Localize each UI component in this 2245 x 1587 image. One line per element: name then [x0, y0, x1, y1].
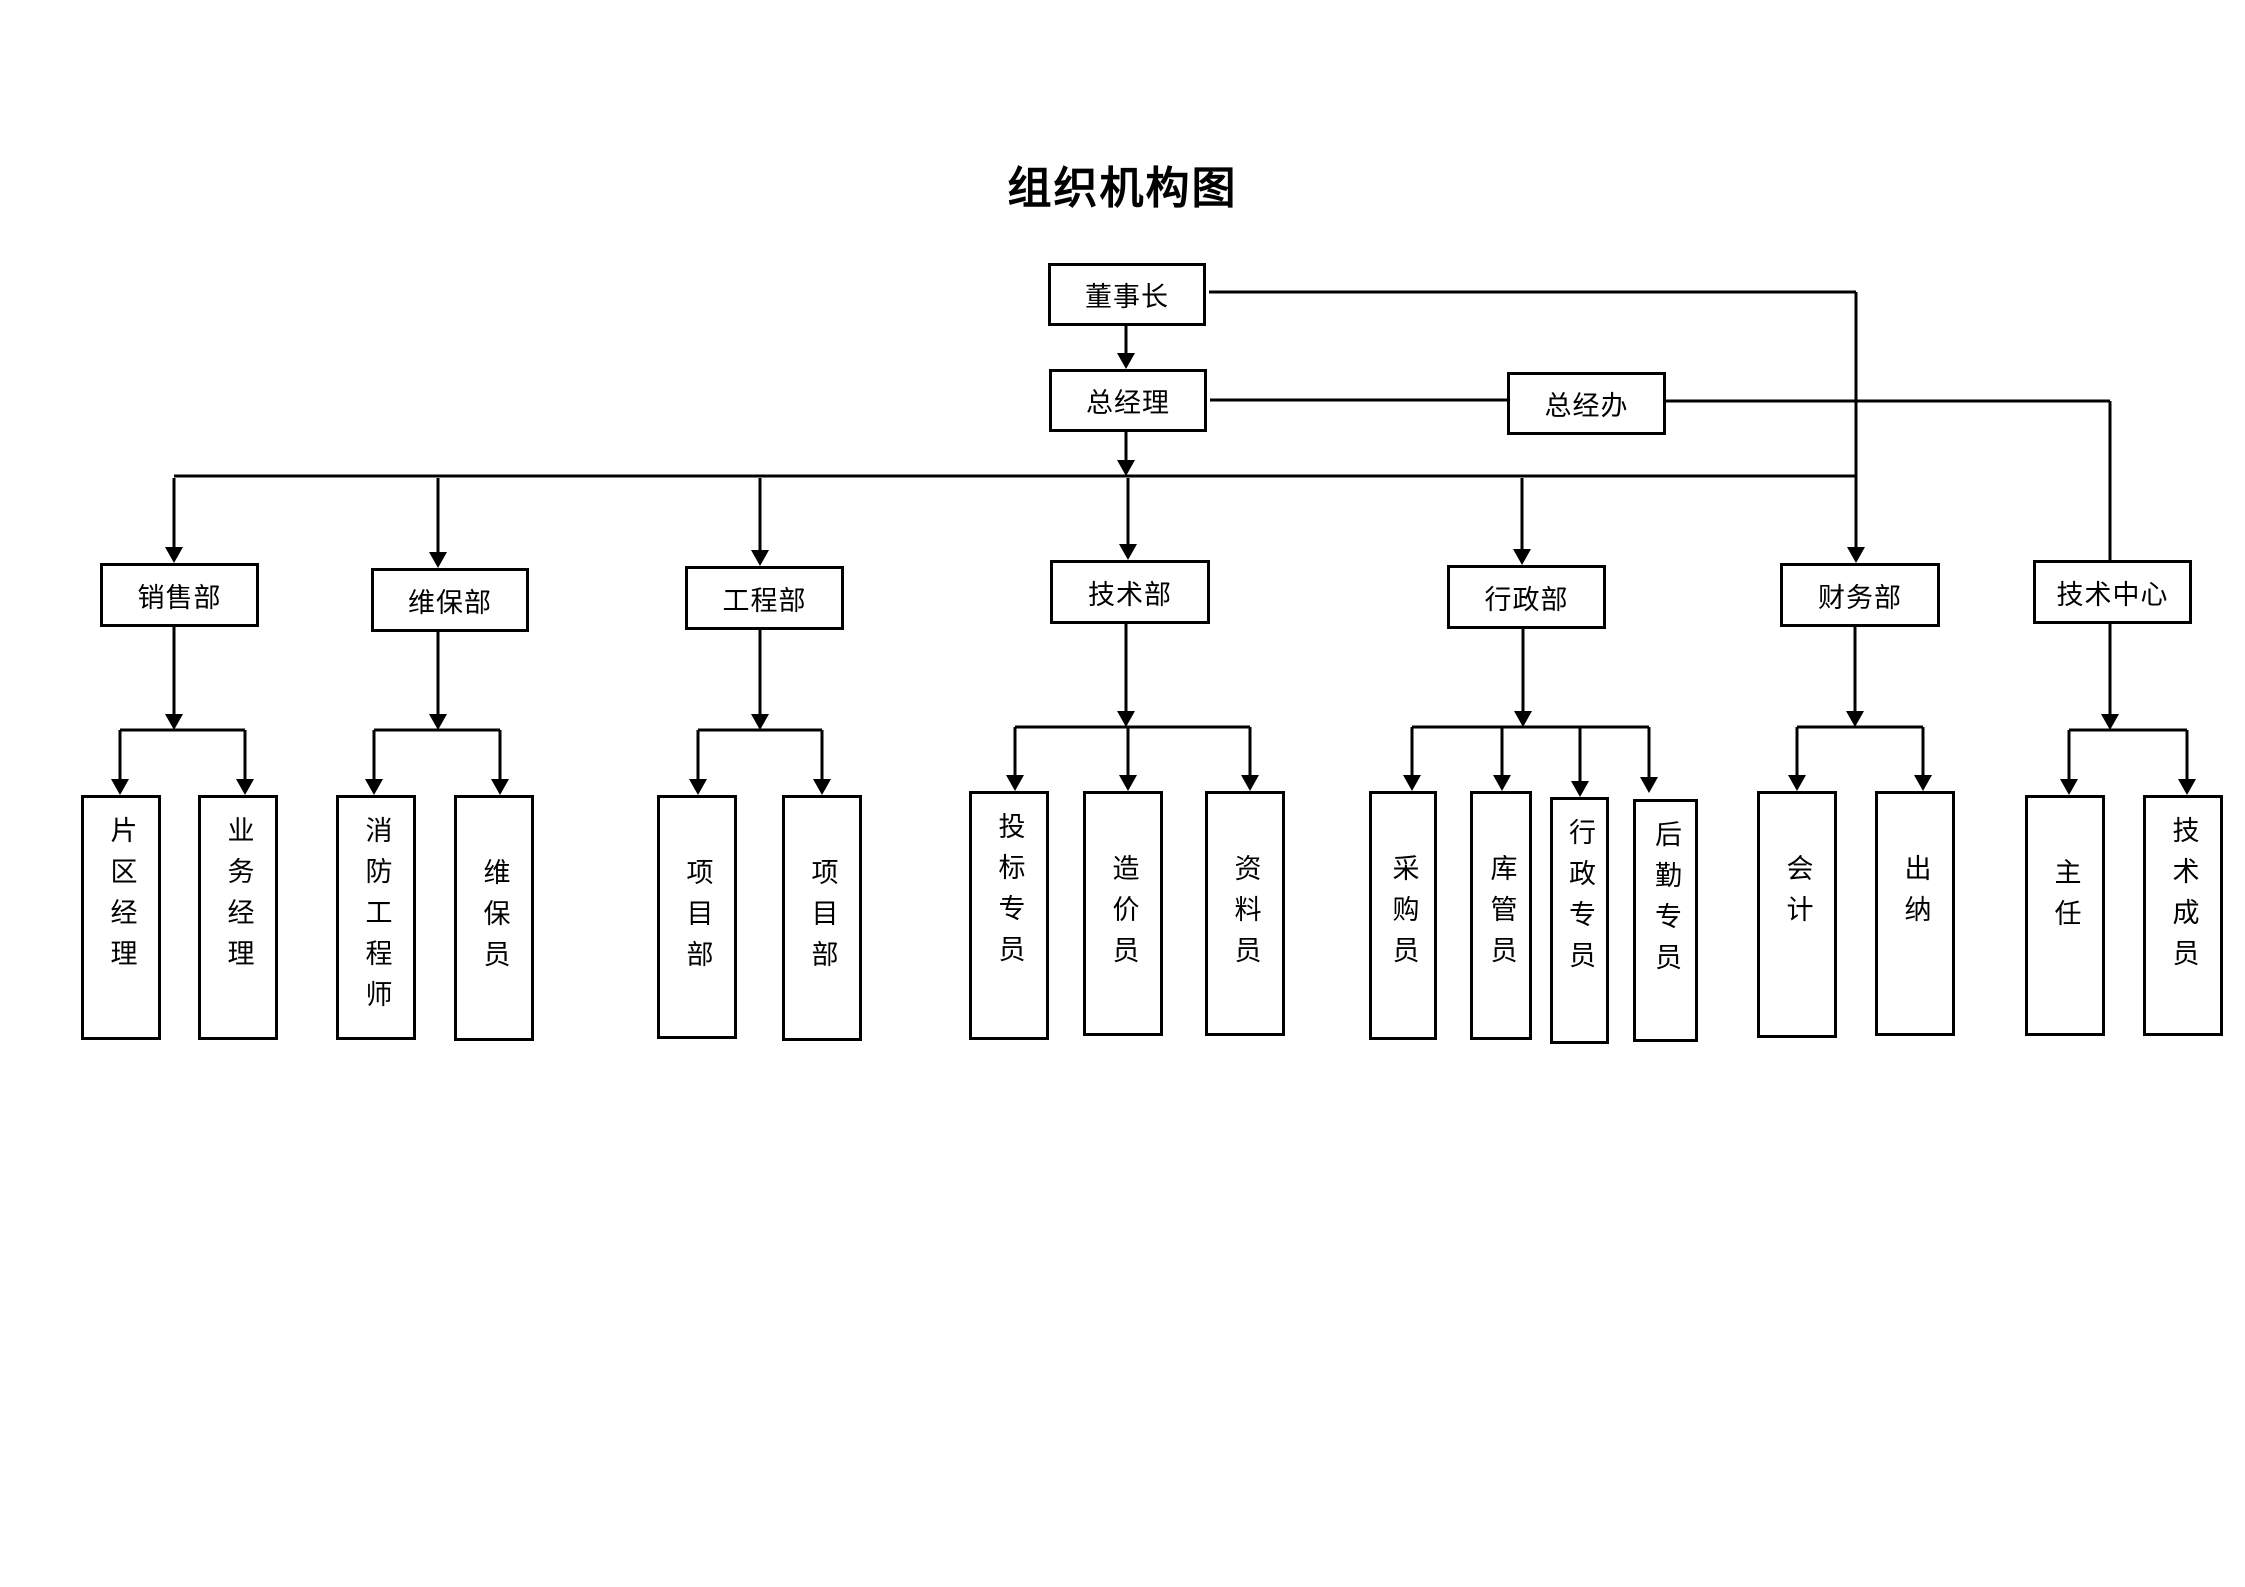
role-label: 资料员	[1229, 854, 1261, 977]
dept-label: 维保部	[408, 587, 492, 619]
arrow-down-icon	[2101, 714, 2119, 730]
arrow-down-icon	[1846, 711, 1864, 727]
arrow-down-icon	[165, 547, 183, 563]
role-box[interactable]: 项目部	[657, 795, 737, 1039]
arrow-down-icon	[2178, 779, 2196, 795]
role-box[interactable]: 出纳	[1875, 791, 1955, 1036]
dept-label: 技术中心	[2056, 579, 2169, 611]
role-box[interactable]: 会计	[1757, 791, 1837, 1038]
dept-administration[interactable]: 行政部	[1447, 565, 1606, 629]
role-label: 造价员	[1107, 854, 1139, 977]
arrow-down-icon	[1006, 775, 1024, 791]
node-gm-office[interactable]: 总经办	[1507, 372, 1666, 435]
dept-maintenance[interactable]: 维保部	[371, 568, 529, 632]
role-label: 维保员	[478, 858, 510, 981]
role-label: 业务经理	[222, 816, 254, 980]
arrow-down-icon	[365, 779, 383, 795]
role-box[interactable]: 技术成员	[2143, 795, 2223, 1036]
dept-label: 工程部	[722, 585, 807, 617]
role-box[interactable]: 维保员	[454, 795, 534, 1041]
page-title: 组织机构图	[1007, 163, 1238, 214]
role-box[interactable]: 后勤专员	[1633, 799, 1698, 1042]
node-chairman[interactable]: 董事长	[1048, 263, 1206, 326]
dept-label: 行政部	[1484, 584, 1569, 616]
node-general-manager[interactable]: 总经理	[1049, 369, 1207, 432]
role-label: 投标专员	[993, 812, 1025, 976]
dept-label: 销售部	[137, 582, 222, 614]
role-label: 项目部	[681, 858, 713, 981]
arrow-down-icon	[236, 779, 254, 795]
arrow-down-icon	[1403, 775, 1421, 791]
role-box[interactable]: 造价员	[1083, 791, 1163, 1036]
role-box[interactable]: 片区经理	[81, 795, 161, 1040]
role-box[interactable]: 主任	[2025, 795, 2105, 1036]
role-label: 行政专员	[1564, 818, 1595, 982]
arrow-down-icon	[1241, 775, 1259, 791]
arrow-down-icon	[751, 550, 769, 566]
role-box[interactable]: 业务经理	[198, 795, 278, 1040]
arrow-down-icon	[813, 779, 831, 795]
arrow-down-icon	[689, 779, 707, 795]
arrow-down-icon	[1847, 547, 1865, 563]
dept-engineering[interactable]: 工程部	[685, 566, 844, 630]
role-label: 出纳	[1899, 854, 1931, 936]
role-box[interactable]: 行政专员	[1550, 797, 1609, 1044]
arrow-down-icon	[751, 714, 769, 730]
dept-sales[interactable]: 销售部	[100, 563, 259, 627]
role-box[interactable]: 采购员	[1369, 791, 1437, 1040]
arrow-down-icon	[1117, 353, 1135, 369]
role-label: 技术成员	[2167, 816, 2199, 980]
dept-label: 技术部	[1088, 579, 1172, 611]
arrow-down-icon	[1117, 711, 1135, 727]
dept-technology[interactable]: 技术部	[1050, 560, 1210, 624]
arrow-down-icon	[1117, 460, 1135, 476]
arrow-down-icon	[1119, 544, 1137, 560]
node-label: 董事长	[1085, 282, 1169, 313]
arrow-down-icon	[1514, 711, 1532, 727]
arrow-down-icon	[2060, 779, 2078, 795]
role-label: 库管员	[1485, 854, 1517, 977]
arrow-down-icon	[111, 779, 129, 795]
arrow-down-icon	[1788, 775, 1806, 791]
role-label: 主任	[2049, 858, 2081, 940]
role-label: 后勤专员	[1650, 820, 1681, 984]
arrow-down-icon	[1513, 549, 1531, 565]
arrow-down-icon	[165, 714, 183, 730]
role-box[interactable]: 资料员	[1205, 791, 1285, 1036]
dept-tech-center[interactable]: 技术中心	[2033, 560, 2192, 624]
role-label: 消防工程师	[360, 816, 392, 1021]
arrow-down-icon	[1640, 777, 1658, 793]
role-label: 片区经理	[105, 816, 137, 980]
role-box[interactable]: 库管员	[1470, 791, 1532, 1040]
role-box[interactable]: 消防工程师	[336, 795, 416, 1040]
node-label: 总经办	[1544, 391, 1629, 422]
arrow-down-icon	[429, 714, 447, 730]
node-label: 总经理	[1086, 388, 1170, 419]
dept-label: 财务部	[1818, 582, 1902, 614]
role-label: 项目部	[806, 858, 838, 981]
arrow-down-icon	[491, 779, 509, 795]
role-label: 采购员	[1387, 854, 1419, 977]
role-label: 会计	[1781, 854, 1813, 936]
arrow-down-icon	[1493, 775, 1511, 791]
arrow-down-icon	[1914, 775, 1932, 791]
arrow-down-icon	[1571, 781, 1589, 797]
role-box[interactable]: 投标专员	[969, 791, 1049, 1040]
dept-finance[interactable]: 财务部	[1780, 563, 1940, 627]
role-box[interactable]: 项目部	[782, 795, 862, 1041]
arrow-down-icon	[429, 552, 447, 568]
arrow-down-icon	[1119, 775, 1137, 791]
